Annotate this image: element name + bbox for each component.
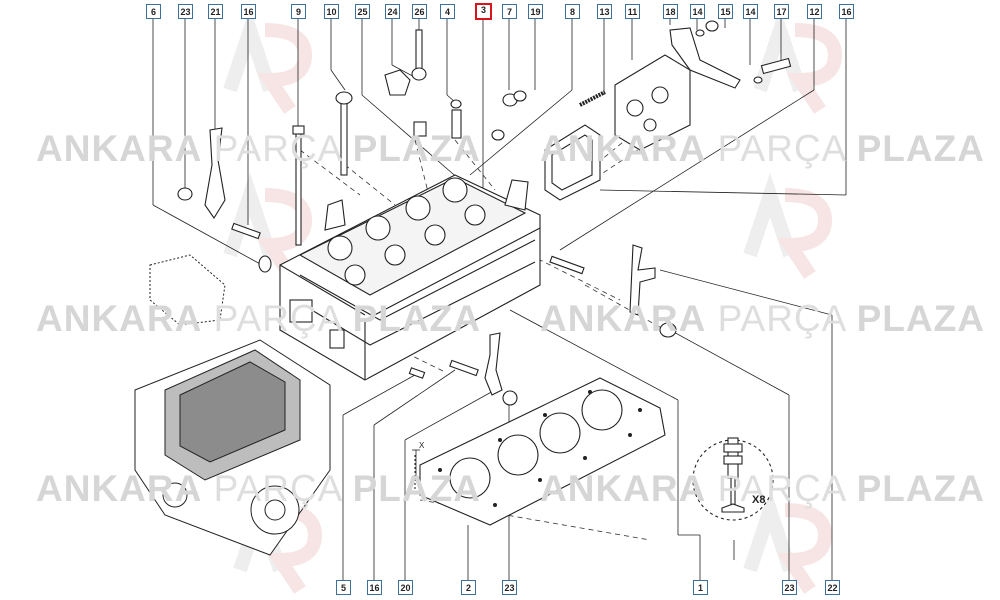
callout-bottom-6[interactable]: 1	[693, 580, 708, 595]
callout-top-20[interactable]: 14	[743, 4, 758, 19]
callout-bottom-8[interactable]: 22	[825, 580, 840, 595]
callout-top-19[interactable]: 15	[718, 4, 733, 19]
callout-top-11-highlighted[interactable]: 3	[475, 3, 492, 20]
callout-top-15[interactable]: 13	[597, 4, 612, 19]
callout-top-5[interactable]: 9	[291, 4, 306, 19]
dimension-mark	[412, 449, 420, 479]
engine-thumbnail	[134, 254, 331, 556]
callout-top-1[interactable]: 6	[146, 4, 161, 19]
brackets	[204, 27, 741, 396]
callout-top-21[interactable]: 17	[774, 4, 789, 19]
callout-top-17[interactable]: 18	[663, 4, 678, 19]
watermark-row-2: ANKARA PARÇA PLAZA	[36, 298, 481, 339]
valve-quantity-label: X8	[752, 494, 766, 506]
valve-detail	[692, 437, 774, 521]
watermark-row-1: ANKARA PARÇA PLAZA	[36, 128, 481, 169]
callout-top-10[interactable]: 4	[440, 4, 455, 19]
callout-top-8[interactable]: 24	[385, 4, 400, 19]
dimension-x-label: X	[419, 441, 425, 450]
callout-top-9[interactable]: 26	[412, 4, 427, 19]
callout-top-13[interactable]: 19	[528, 4, 543, 19]
callout-top-23[interactable]: 16	[839, 4, 854, 19]
callout-top-2[interactable]: 23	[178, 4, 193, 19]
callout-bottom-1[interactable]: 5	[336, 580, 351, 595]
head-gasket	[414, 377, 666, 526]
callout-bottom-3[interactable]: 20	[398, 580, 413, 595]
watermark-row-2b: ANKARA PARÇA PLAZA	[540, 298, 985, 339]
callout-top-3[interactable]: 21	[208, 4, 223, 19]
callout-bottom-4[interactable]: 2	[461, 580, 476, 595]
callout-top-12[interactable]: 7	[502, 4, 517, 19]
callout-top-14[interactable]: 8	[565, 4, 580, 19]
callout-top-22[interactable]: 12	[807, 4, 822, 19]
watermark-row-1b: ANKARA PARÇA PLAZA	[540, 128, 985, 169]
fasteners	[177, 20, 792, 406]
callout-bottom-7[interactable]: 23	[782, 580, 797, 595]
callout-top-18[interactable]: 14	[690, 4, 705, 19]
cylinder-head	[279, 174, 541, 381]
callout-top-16[interactable]: 11	[625, 4, 640, 19]
callout-top-6[interactable]: 10	[324, 4, 339, 19]
callout-top-7[interactable]: 25	[355, 4, 370, 19]
callout-top-4[interactable]: 16	[241, 4, 256, 19]
watermark-row-3: ANKARA PARÇA PLAZA	[36, 468, 481, 509]
rear-plates	[544, 54, 691, 201]
callout-bottom-5[interactable]: 23	[502, 580, 517, 595]
callout-bottom-2[interactable]: 16	[367, 580, 382, 595]
watermark-row-3b: ANKARA PARÇA PLAZA	[540, 468, 985, 509]
